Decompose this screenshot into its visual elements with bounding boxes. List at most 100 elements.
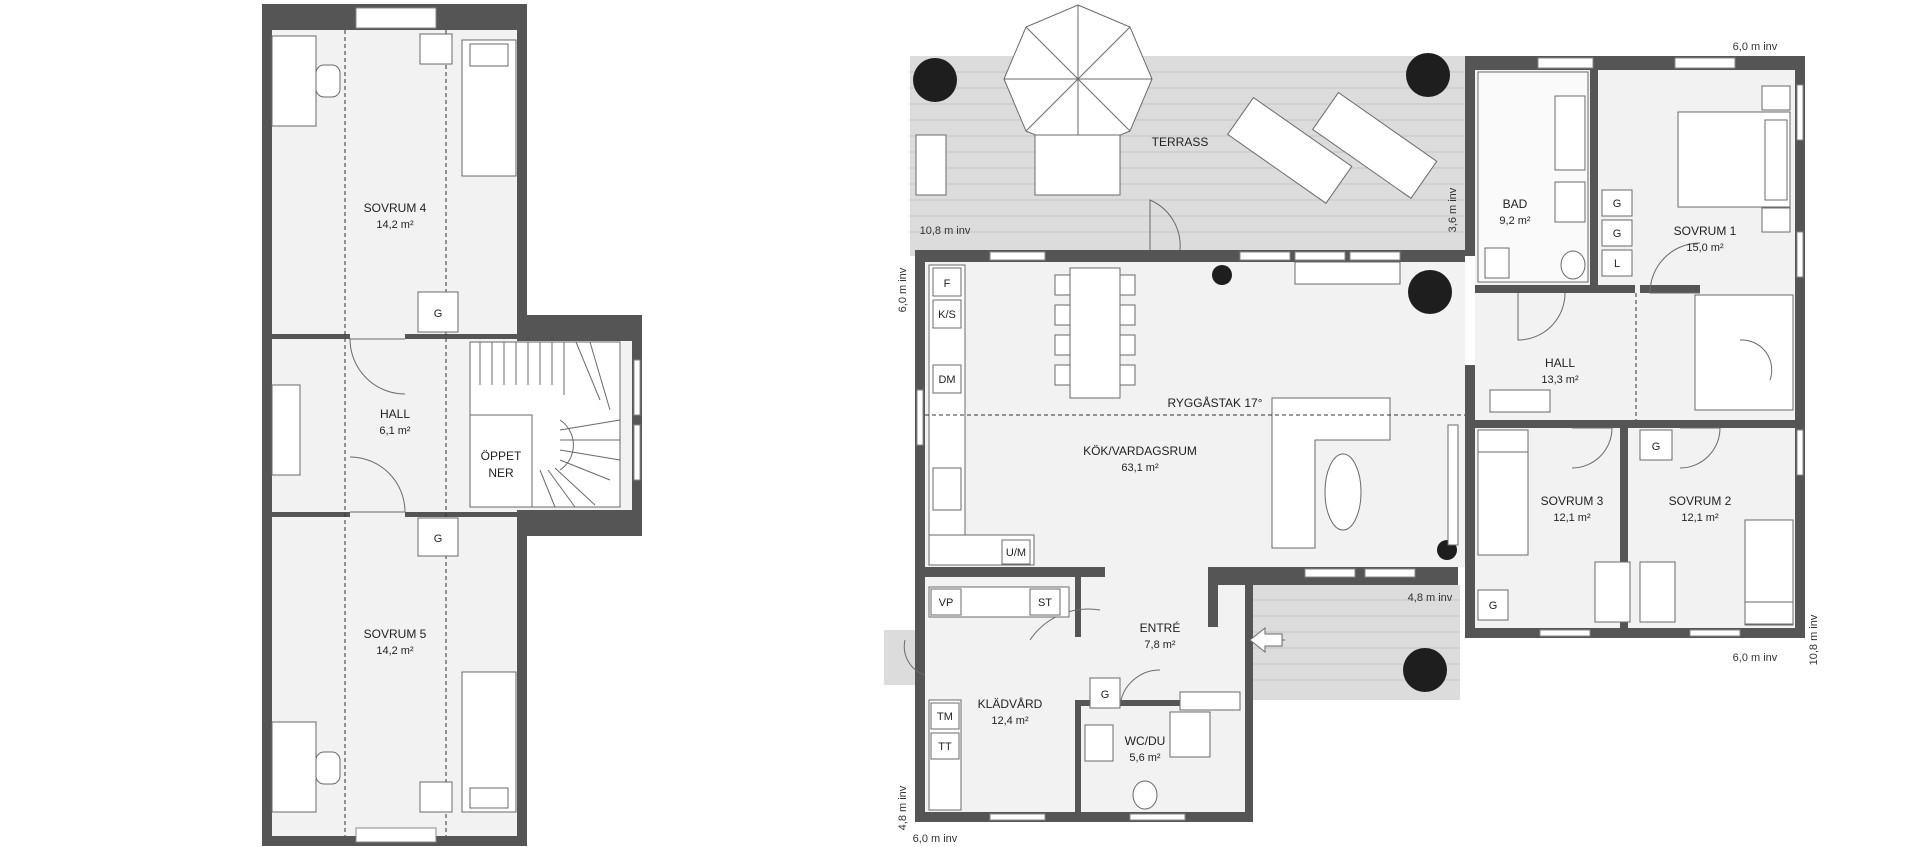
window-bed2-south [1689, 629, 1741, 637]
appliance-l [1601, 249, 1633, 277]
dim-south-terrace: 4,8 m inv [1408, 592, 1453, 604]
hall-area: 13,3 m² [1541, 374, 1579, 386]
appliance-g-s3-label: G [1489, 600, 1498, 612]
appliance-um [1001, 539, 1031, 565]
kok-name: KÖK/VARDAGSRUM [1083, 444, 1197, 458]
sovrum3-area: 12,1 m² [1553, 512, 1591, 524]
plant-east [1408, 270, 1452, 314]
plant-kitchen [1212, 265, 1232, 285]
window-kitchen-4 [1349, 251, 1401, 261]
upper-sovrum4-name: SOVRUM 4 [364, 201, 427, 215]
appliance-g-s2 [1639, 429, 1673, 461]
wall-bath-south [1475, 285, 1635, 293]
upper-chair-s5 [315, 751, 341, 785]
appliance-tt [930, 732, 960, 760]
upper-sovrum5-name: SOVRUM 5 [364, 627, 427, 641]
upper-nightstand-s5 [419, 781, 453, 813]
window-kitchen-west [916, 389, 924, 446]
wall-kladvard-wc [1075, 700, 1081, 820]
desk-s2 [1639, 561, 1676, 623]
upper-g-label-s5: G [434, 533, 443, 545]
window-east-mid [1796, 231, 1804, 278]
appliance-l-label: L [1614, 258, 1620, 270]
chair-d6 [1119, 304, 1136, 326]
sofa [1271, 397, 1391, 549]
wc-shower [1169, 711, 1211, 758]
upper-g-box-s4 [417, 291, 459, 333]
window-kitchen-3 [1294, 251, 1346, 261]
window-bed3-south [1539, 629, 1591, 637]
door-kladvard-west [903, 639, 926, 676]
wc-toilet [1132, 780, 1158, 810]
wall-bath-bed1 [1590, 70, 1598, 290]
kok-area: 63,1 m² [1121, 462, 1159, 474]
upper-hall-bench [271, 384, 301, 476]
upper-sovrum5-area: 14,2 m² [376, 645, 414, 657]
wall-bed2-north [1628, 420, 1798, 428]
appliance-ks [932, 299, 962, 329]
entre-bench [1179, 691, 1241, 711]
sun-lounger-1 [1226, 96, 1353, 204]
dim-west-south: 4,8 m inv [897, 785, 909, 830]
bathtub [1554, 95, 1586, 171]
dim-north-east: 6,0 m inv [1733, 41, 1778, 53]
upper-pillow-s5 [469, 787, 509, 809]
upper-stair-label-2: NER [488, 466, 514, 480]
dim-east-side: 10,8 m inv [1808, 614, 1820, 665]
chair-d1 [1054, 274, 1071, 296]
chair-d2 [1054, 304, 1071, 326]
upper-wall-s4-hall-a [270, 334, 350, 339]
window-bed1-east [1796, 84, 1804, 141]
upper-stair-steps [479, 341, 621, 508]
appliance-st-label: ST [1038, 597, 1052, 609]
window-living-south-2 [1364, 568, 1416, 578]
upper-sovrum4-area: 14,2 m² [376, 219, 414, 231]
upper-window-south [355, 827, 437, 843]
upper-stair-curve [559, 419, 574, 471]
appliance-g-s2-label: G [1652, 441, 1661, 453]
appliance-g2 [1601, 219, 1633, 247]
upper-window-east-1 [633, 359, 641, 416]
wall-bed1-south [1640, 285, 1700, 293]
wall-kitchen-south-a [925, 567, 1105, 577]
sovrum3-name: SOVRUM 3 [1541, 494, 1604, 508]
upper-stair-opening [469, 414, 533, 508]
appliance-vp-label: VP [939, 597, 954, 609]
appliance-dm [932, 364, 962, 394]
bath-sink [1484, 247, 1510, 279]
appliance-g-entre-label: G [1101, 689, 1110, 701]
upper-window-north [355, 7, 437, 29]
chair-d3 [1054, 334, 1071, 356]
upper-wall-east-top [517, 4, 527, 320]
chair-d8 [1119, 364, 1136, 386]
kitchen-bench-window [1294, 261, 1401, 285]
dim-south-west: 6,0 m inv [913, 833, 958, 845]
wall-bed3-west [1465, 365, 1475, 638]
door-terrace [1149, 199, 1181, 251]
wall-west [915, 250, 925, 822]
terrace-chair-left [915, 134, 947, 196]
entre-area: 7,8 m² [1144, 639, 1176, 651]
wall-bed3-north [1465, 420, 1620, 428]
upper-hall-area: 6,1 m² [379, 425, 411, 437]
entre-arrow-icon [1249, 626, 1283, 654]
wall-wc-north [1081, 700, 1211, 706]
sovrum2-area: 12,1 m² [1681, 512, 1719, 524]
dim-terrace-west: 10,8 m inv [920, 225, 971, 237]
chair-d7 [1119, 334, 1136, 356]
window-wc-south [1129, 813, 1186, 821]
appliance-vp [930, 588, 962, 616]
upper-g-box-s5 [417, 517, 459, 557]
window-kladvard-south [989, 813, 1046, 821]
upper-stair-wall-top [517, 315, 642, 341]
upper-nightstand-s4 [419, 33, 453, 65]
upper-wall-west [262, 4, 272, 846]
chair-d4 [1054, 364, 1071, 386]
appliance-tt-label: TT [938, 741, 952, 753]
wall-south-mid [1245, 585, 1253, 822]
ground-floor: F K/S DM U/M G G [884, 4, 1820, 845]
kladvard-area: 12,4 m² [991, 715, 1029, 727]
appliance-tm [930, 702, 960, 730]
appliance-g1 [1601, 189, 1633, 217]
upper-pillow-s4 [469, 43, 509, 67]
